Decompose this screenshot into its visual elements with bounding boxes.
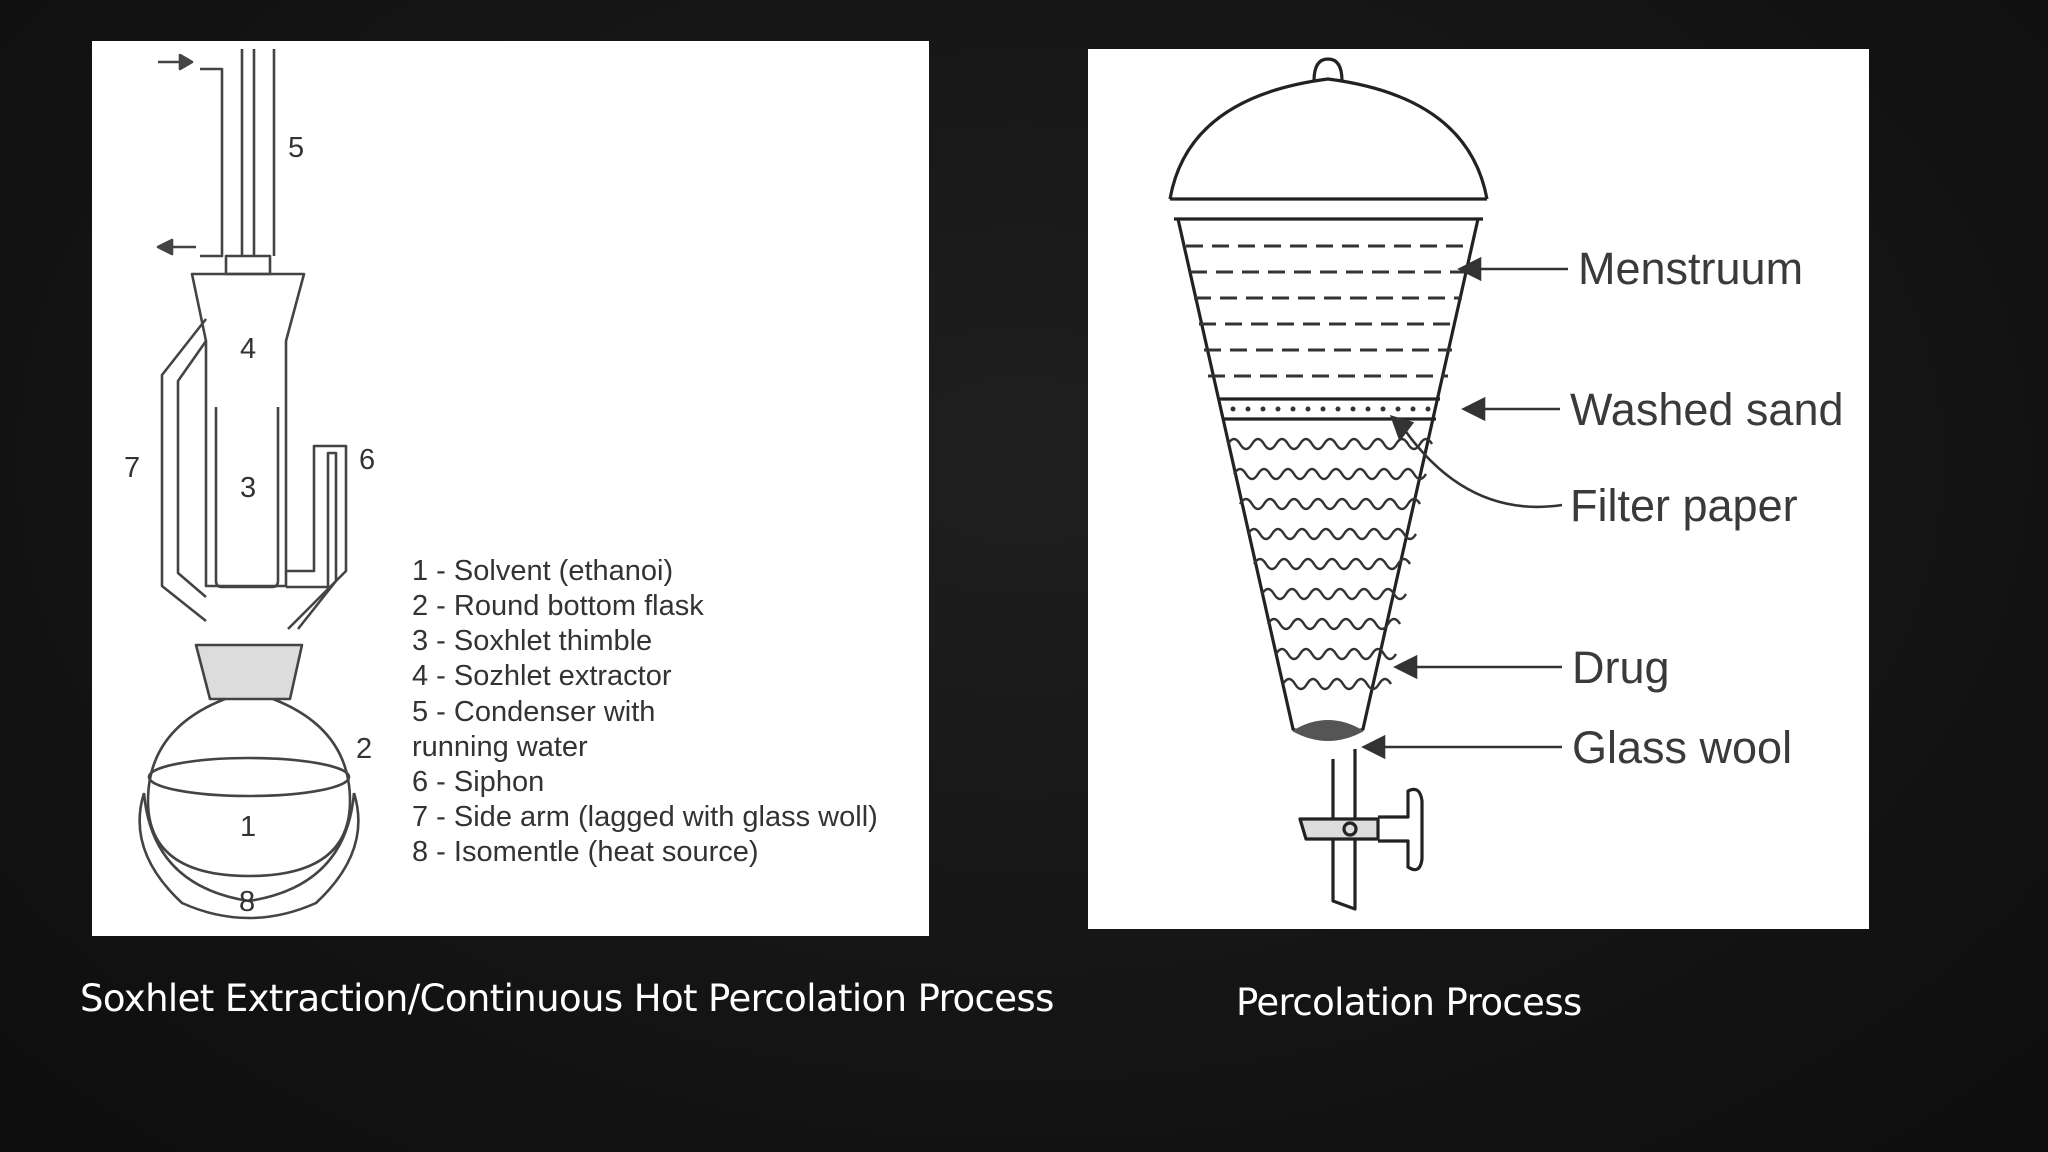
stopper [194,643,304,701]
menstruum-liquid [1186,244,1470,378]
drug-layer [1226,437,1434,691]
label-filter-paper: Filter paper [1570,480,1798,531]
glass-wool-layer [1292,720,1364,741]
side-arm [160,318,208,623]
legend-item: 3 - Soxhlet thimble [412,625,652,657]
soxhlet-diagram: 5 4 3 6 7 2 1 8 1 - Solvent (ethanoi) 2 … [92,41,929,936]
legend-item: 2 - Round bottom flask [412,590,704,622]
part-number-1: 1 [240,811,256,843]
heating-mantle [138,792,360,920]
part-number-8: 8 [239,886,255,918]
extractor-body [190,272,306,588]
label-glass-wool: Glass wool [1572,722,1792,773]
legend-item: 5 - Condenser with [412,696,655,728]
label-drug: Drug [1572,642,1670,693]
legend-item: 1 - Solvent (ethanoi) [412,555,673,587]
label-washed-sand: Washed sand [1570,384,1844,435]
part-number-2: 2 [356,733,372,765]
label-leaders [1361,256,1568,760]
soxhlet-caption: Soxhlet Extraction/Continuous Hot Percol… [80,977,1054,1020]
condenser-outer-jacket [200,67,224,258]
part-number-7: 7 [124,452,140,484]
washed-sand-layer [1230,406,1431,412]
percolator [1168,57,1489,911]
legend-item: 8 - Isomentle (heat source) [412,836,759,868]
percolator-lid [1168,77,1489,200]
legend-item: 4 - Sozhlet extractor [412,660,672,692]
round-bottom-flask [146,697,352,878]
thimble [214,407,280,589]
soxhlet-legend: 1 - Solvent (ethanoi) 2 - Round bottom f… [412,555,878,868]
percolation-caption: Percolation Process [1236,981,1582,1024]
part-number-6: 6 [359,444,375,476]
stopcock [1298,817,1380,841]
solvent-level [147,756,351,798]
part-number-5: 5 [288,132,304,164]
legend-item: 7 - Side arm (lagged with glass woll) [412,801,878,833]
percolation-diagram: Menstruum Washed sand Filter paper Drug … [1088,49,1869,929]
percolator-drawing: Menstruum Washed sand Filter paper Drug … [1168,57,1844,911]
soxhlet-apparatus [138,49,360,920]
legend-item: running water [412,731,588,763]
label-menstruum: Menstruum [1578,243,1803,294]
legend-item: 6 - Siphon [412,766,544,798]
part-number-3: 3 [240,472,256,504]
soxhlet-apparatus-drawing: 5 4 3 6 7 2 1 8 1 - Solvent (ethanoi) 2 … [124,49,878,920]
part-number-4: 4 [240,333,256,365]
